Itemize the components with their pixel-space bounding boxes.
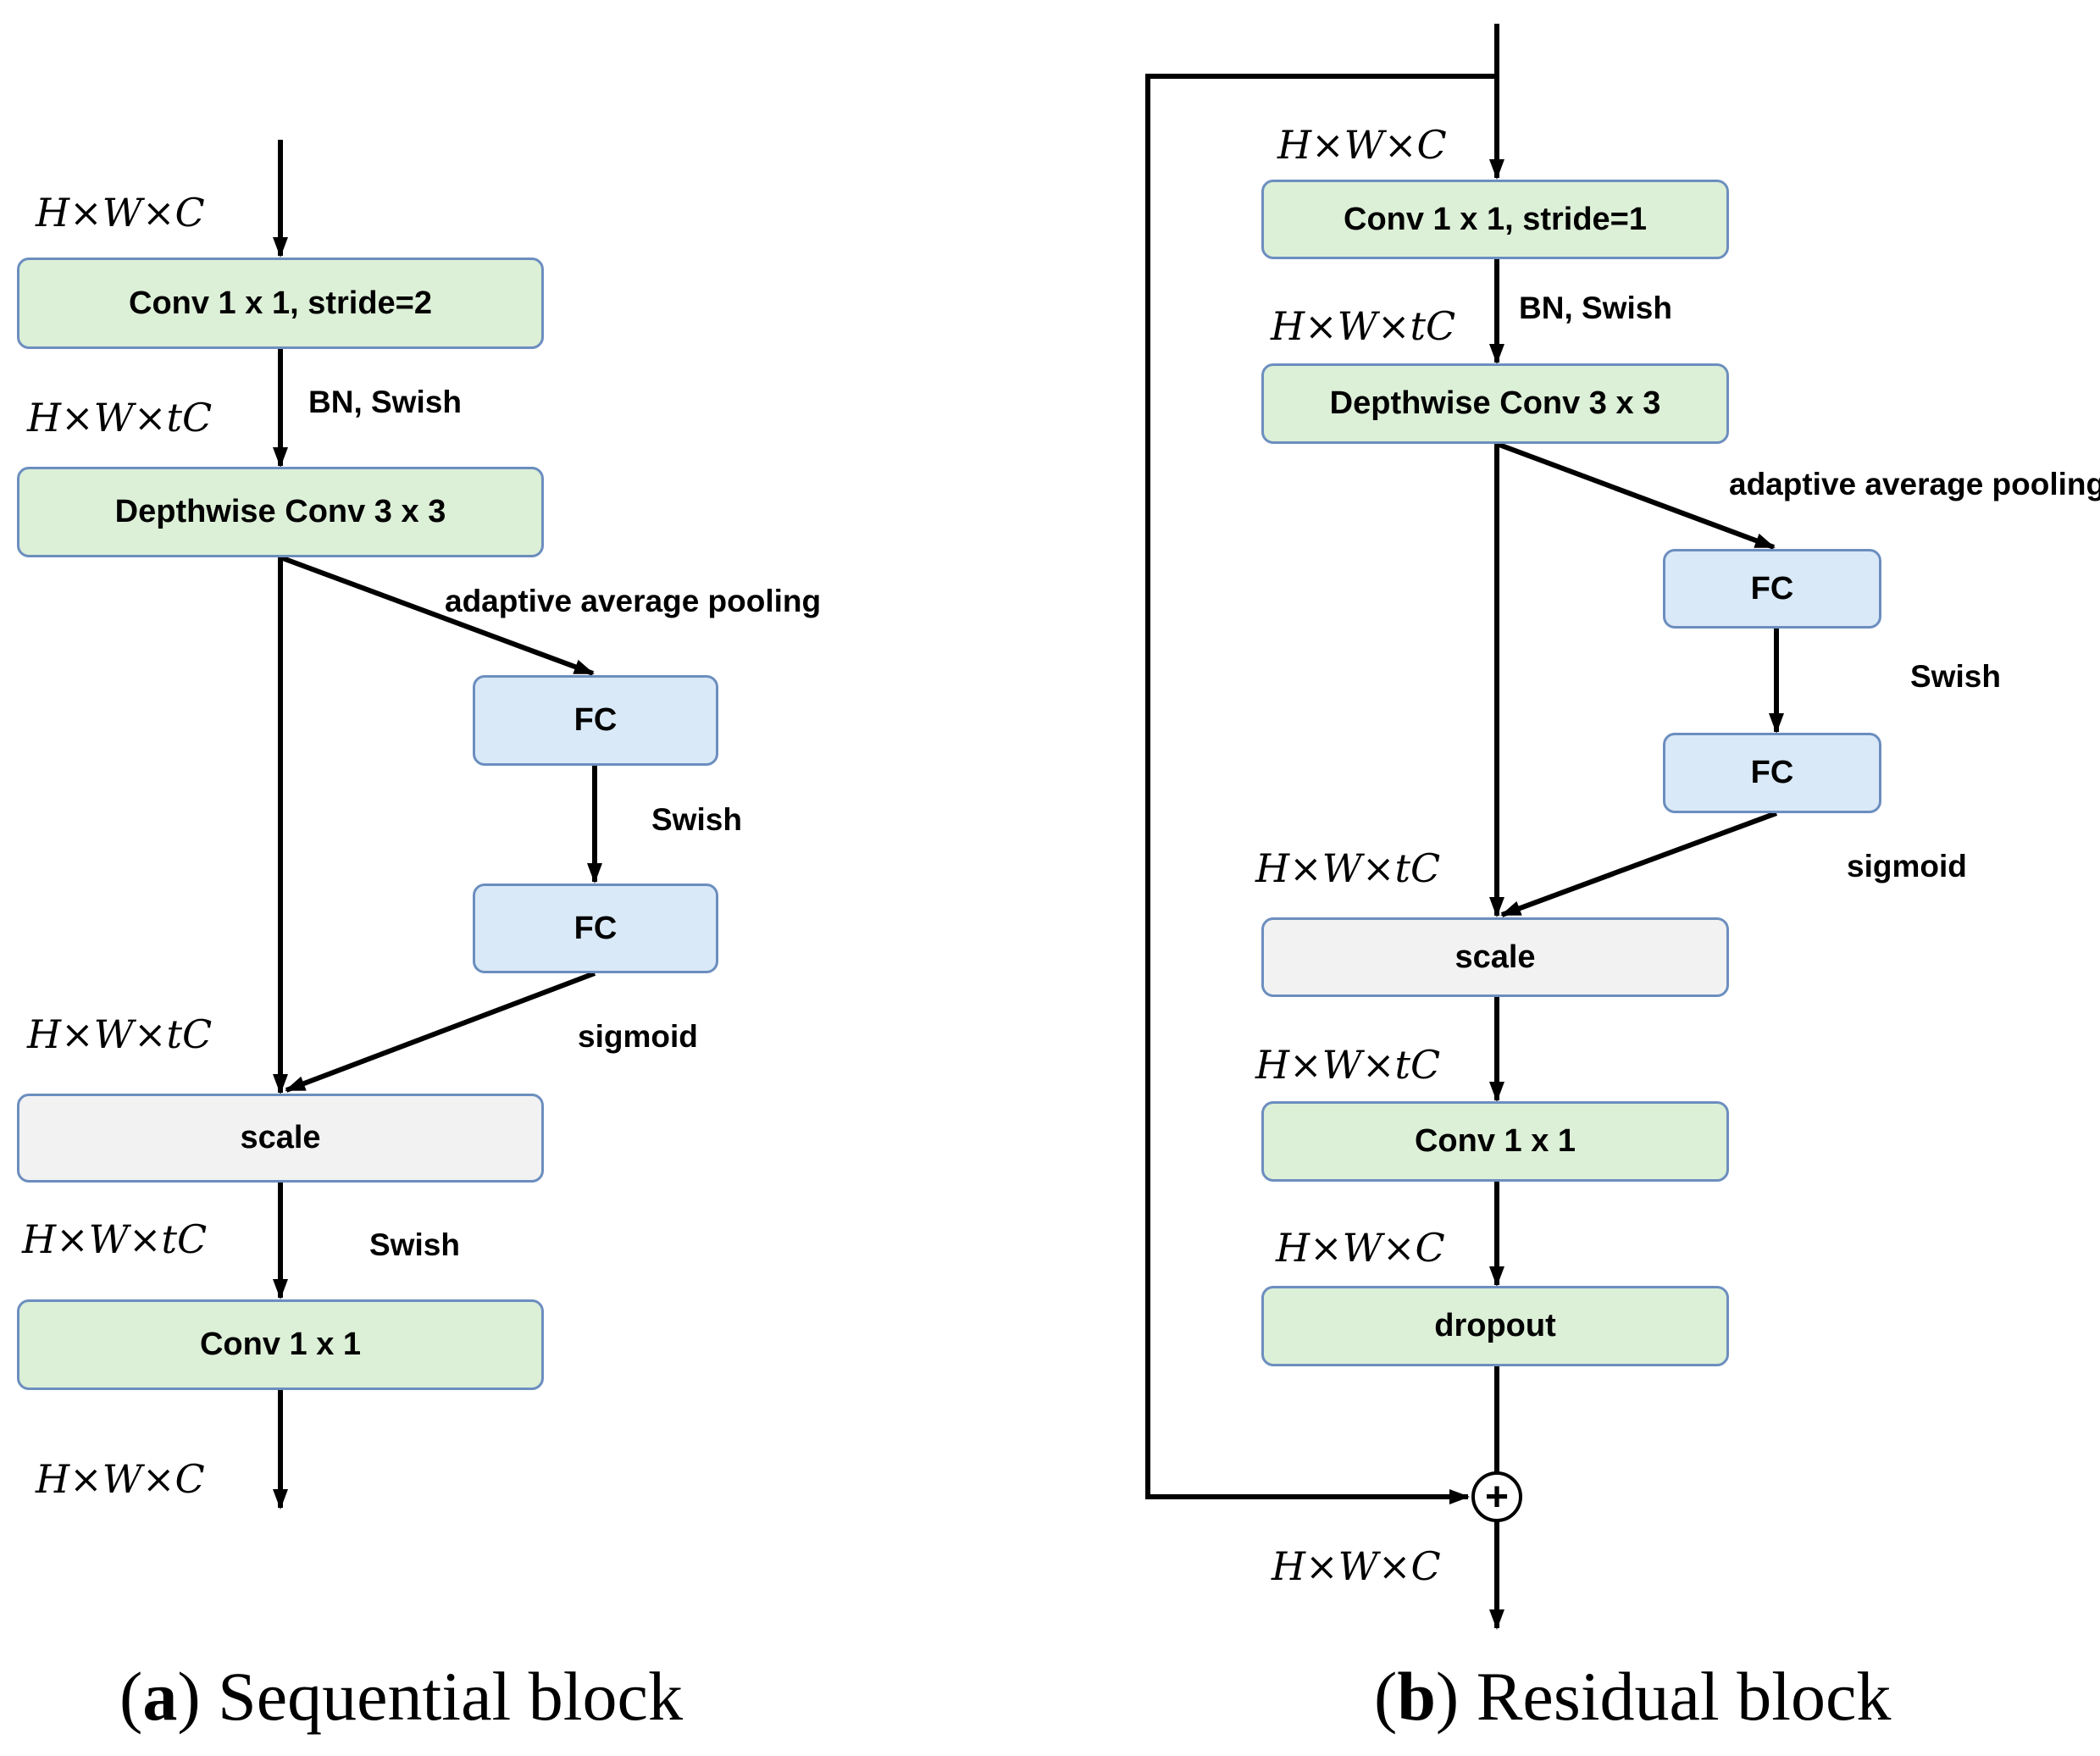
a-dim-output: H×W×C: [36, 1456, 205, 1502]
a-label-swish-out: Swish: [369, 1227, 460, 1262]
a-label-pooling: adaptive average pooling: [445, 584, 822, 618]
a-label-swish-fc: Swish: [651, 802, 742, 837]
b-depthwise-conv: Depthwise Conv 3 x 3: [1261, 363, 1729, 444]
b-fc-2: FC: [1663, 733, 1881, 813]
b-dim-after-scale: H×W×tC: [1255, 1042, 1441, 1088]
a-dim-input: H×W×C: [36, 190, 205, 235]
a-caption-letter: a: [142, 1658, 178, 1735]
b-dim-after-conv: H×W×tC: [1271, 303, 1456, 349]
a-fc-2: FC: [473, 884, 718, 973]
b-label-bn-swish: BN, Swish: [1519, 291, 1672, 325]
b-dim-before-dropout: H×W×C: [1276, 1225, 1445, 1271]
b-scale: scale: [1261, 917, 1729, 997]
a-caption-text: Sequential block: [218, 1658, 683, 1735]
b-conv-1x1-stride1: Conv 1 x 1, stride=1: [1261, 180, 1729, 259]
b-caption: (b) Residual block: [1374, 1658, 1892, 1735]
b-dim-output: H×W×C: [1272, 1543, 1441, 1589]
b-dropout: dropout: [1261, 1286, 1729, 1366]
b-fc-1: FC: [1663, 549, 1881, 629]
arrow-b-dw-to-fc1: [1495, 441, 1776, 550]
a-scale: scale: [17, 1094, 544, 1183]
skip-connection: [1145, 74, 1497, 1504]
add-node-symbol: +: [1485, 1475, 1509, 1520]
b-caption-text: Residual block: [1476, 1658, 1892, 1735]
b-caption-letter: b: [1397, 1658, 1436, 1735]
add-node-circle: [1471, 1471, 1522, 1522]
arrow-a-fc2-to-scale: [285, 971, 596, 1093]
a-depthwise-conv: Depthwise Conv 3 x 3: [17, 467, 544, 557]
a-fc-1: FC: [473, 675, 718, 766]
b-label-pooling: adaptive average pooling: [1729, 467, 2100, 501]
arrow-a-dw-to-fc1: [279, 555, 595, 676]
a-conv-1x1: Conv 1 x 1: [17, 1299, 544, 1390]
a-dim-after-conv: H×W×tC: [27, 395, 213, 440]
a-dim-before-scale: H×W×tC: [27, 1011, 213, 1057]
a-label-bn-swish: BN, Swish: [308, 385, 462, 419]
a-caption: (a) Sequential block: [119, 1658, 683, 1735]
b-label-swish-fc: Swish: [1910, 659, 2001, 694]
a-label-sigmoid: sigmoid: [578, 1019, 698, 1054]
b-label-sigmoid: sigmoid: [1847, 849, 1967, 884]
a-conv-1x1-stride2: Conv 1 x 1, stride=2: [17, 258, 544, 349]
a-dim-after-scale: H×W×tC: [22, 1216, 208, 1262]
arrow-b-fc2-to-scale: [1500, 811, 1778, 917]
b-dim-before-scale: H×W×tC: [1255, 845, 1441, 891]
b-dim-input: H×W×C: [1277, 122, 1447, 168]
b-conv-1x1: Conv 1 x 1: [1261, 1101, 1729, 1182]
